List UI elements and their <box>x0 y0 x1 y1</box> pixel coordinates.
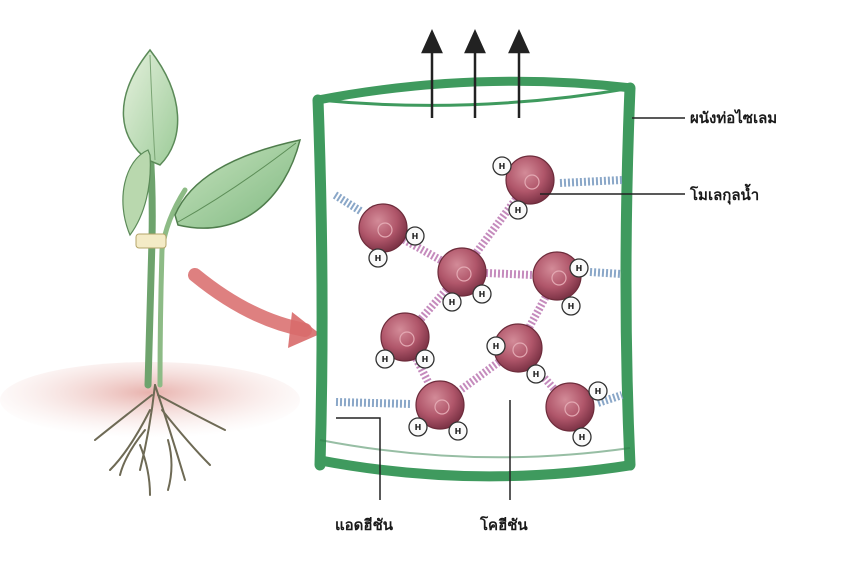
hydrogen-label: H <box>595 387 602 396</box>
tube-wall-right <box>626 88 630 465</box>
hydrogen-label: H <box>493 342 500 351</box>
water-molecule: HH <box>487 324 545 383</box>
hydrogen-label: H <box>375 254 382 263</box>
stem-band <box>136 234 166 248</box>
hydrogen-label: H <box>412 232 419 241</box>
hydrogen-label: H <box>499 162 506 171</box>
hydrogen-label: H <box>568 302 575 311</box>
leaf-right <box>175 140 300 228</box>
hydrogen-label: H <box>533 370 540 379</box>
label-water-molecule: โมเลกุลน้ำ <box>689 183 759 205</box>
water-molecule: HH <box>438 248 491 311</box>
hydrogen-label: H <box>579 433 586 442</box>
zoom-arrow <box>195 275 305 330</box>
hydrogen-label: H <box>415 423 422 432</box>
oxygen-atom <box>359 204 407 252</box>
oxygen-atom <box>506 156 554 204</box>
hydrogen-label: H <box>455 427 462 436</box>
adhesion-bond <box>560 180 622 183</box>
leaf-side <box>123 150 150 235</box>
hydrogen-label: H <box>576 264 583 273</box>
adhesion-bond <box>335 195 362 212</box>
hydrogen-label: H <box>479 290 486 299</box>
water-molecule: HH <box>493 156 554 219</box>
plant-illustration <box>0 50 300 495</box>
label-xylem-wall: ผนังท่อไซเลม <box>690 108 777 127</box>
adhesion-bond <box>336 402 412 404</box>
adhesion-bond <box>590 272 622 274</box>
hydrogen-label: H <box>449 298 456 307</box>
water-molecule: HH <box>359 204 424 267</box>
hydrogen-label: H <box>382 355 389 364</box>
tube-wall-left <box>318 100 322 465</box>
oxygen-atom <box>546 383 594 431</box>
label-adhesion: แอดฮีชัน <box>335 516 394 534</box>
hydrogen-label: H <box>422 355 429 364</box>
tube-rim-bottom <box>318 460 632 476</box>
label-cohesion: โคฮีชัน <box>479 515 528 534</box>
hydrogen-label: H <box>515 206 522 215</box>
water-molecule: HH <box>546 382 607 446</box>
